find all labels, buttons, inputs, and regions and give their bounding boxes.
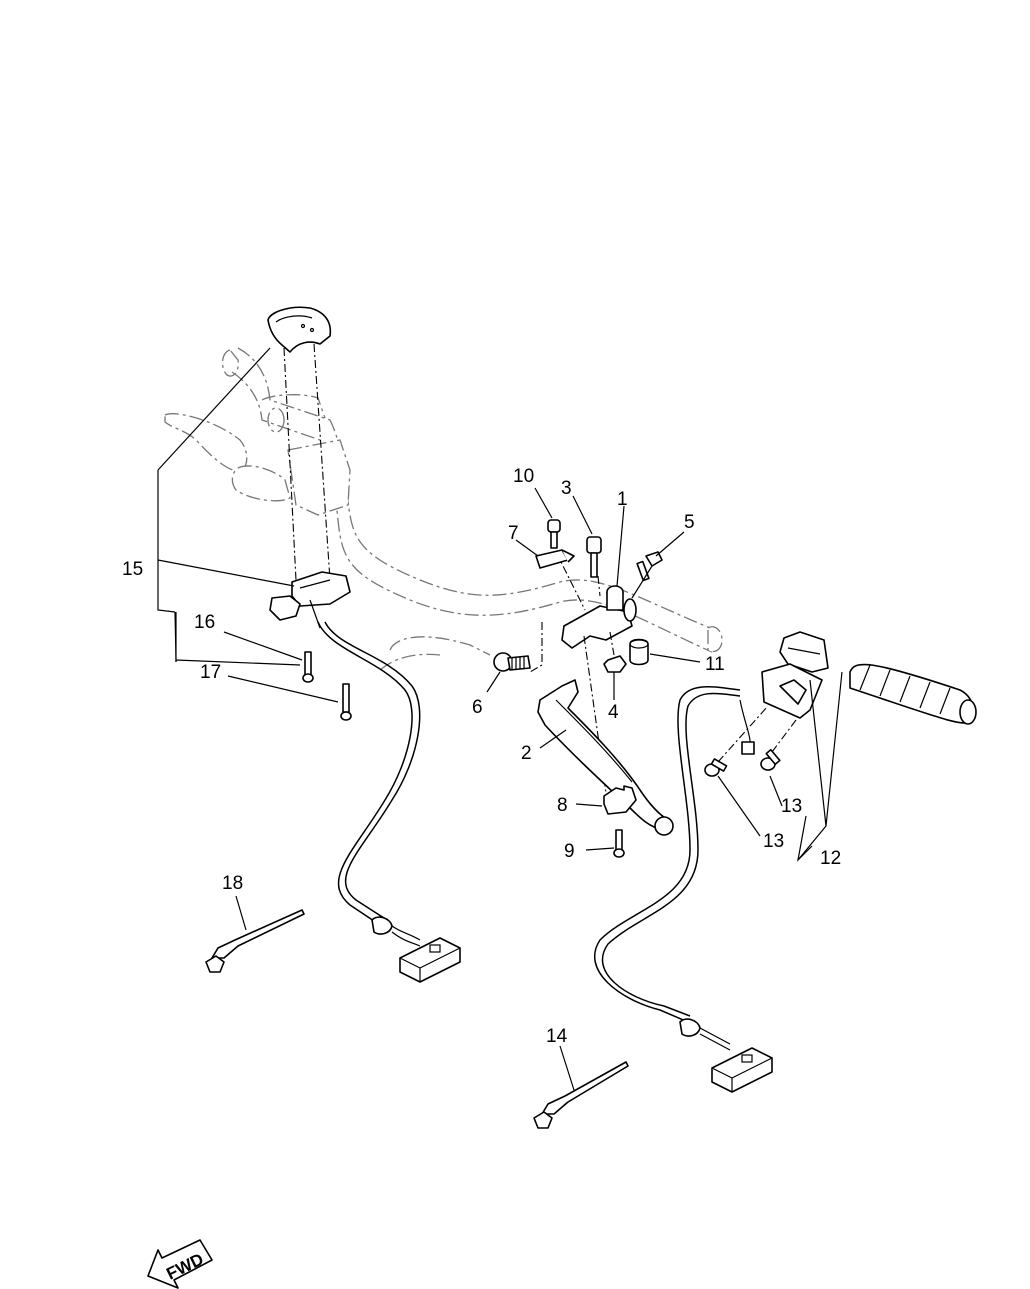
adjuster-6 bbox=[493, 652, 531, 672]
callout-10: 10 bbox=[513, 466, 534, 487]
screw-9 bbox=[613, 829, 625, 858]
callout-3: 3 bbox=[561, 478, 572, 499]
bolt-5 bbox=[636, 551, 663, 582]
right-grip bbox=[849, 663, 977, 725]
callout-14: 14 bbox=[546, 1026, 568, 1047]
screw-17 bbox=[340, 683, 352, 721]
cable-tie-18 bbox=[205, 909, 305, 973]
collar-11 bbox=[629, 638, 649, 666]
left-holder-clamp bbox=[267, 306, 332, 353]
right-switch-cable bbox=[593, 686, 755, 1051]
fwd-arrow-icon: FWD bbox=[147, 1239, 213, 1289]
clutch-lever bbox=[537, 679, 674, 836]
callout-2: 2 bbox=[521, 743, 532, 764]
cable-tie-14 bbox=[533, 1061, 629, 1129]
left-switch-connector bbox=[399, 937, 461, 983]
callout-1: 1 bbox=[617, 489, 628, 510]
callout-5: 5 bbox=[684, 512, 695, 533]
nut-4 bbox=[603, 655, 627, 673]
right-switch-connector bbox=[711, 1047, 773, 1093]
handlebar-phantom bbox=[164, 347, 723, 671]
bolt-3 bbox=[586, 536, 602, 578]
lever-holder bbox=[561, 585, 637, 649]
callouts: 1 2 3 4 5 6 7 8 9 10 11 12 13 13 14 15 1… bbox=[122, 466, 841, 1047]
leader-lines bbox=[157, 347, 843, 1091]
screw-16 bbox=[302, 651, 314, 683]
callout-7: 7 bbox=[508, 523, 519, 544]
right-handlebar-switch bbox=[761, 631, 829, 719]
callout-6: 6 bbox=[472, 697, 483, 718]
left-handlebar-switch bbox=[269, 571, 351, 629]
left-switch-cable bbox=[317, 621, 421, 947]
callout-13-lower: 13 bbox=[763, 831, 784, 852]
callout-9: 9 bbox=[564, 841, 575, 862]
plate-7 bbox=[535, 549, 575, 569]
callout-15: 15 bbox=[122, 559, 143, 580]
bolt-10 bbox=[547, 519, 561, 549]
callout-4: 4 bbox=[608, 702, 619, 723]
callout-13-upper: 13 bbox=[781, 796, 802, 817]
callout-8: 8 bbox=[557, 795, 568, 816]
callout-16: 16 bbox=[194, 612, 215, 633]
callout-12: 12 bbox=[820, 848, 841, 869]
switch-8 bbox=[603, 785, 637, 815]
callout-17: 17 bbox=[200, 662, 221, 683]
screw-13b bbox=[760, 748, 781, 771]
screw-13a bbox=[704, 758, 728, 777]
callout-11: 11 bbox=[705, 654, 725, 675]
callout-18: 18 bbox=[222, 873, 243, 894]
